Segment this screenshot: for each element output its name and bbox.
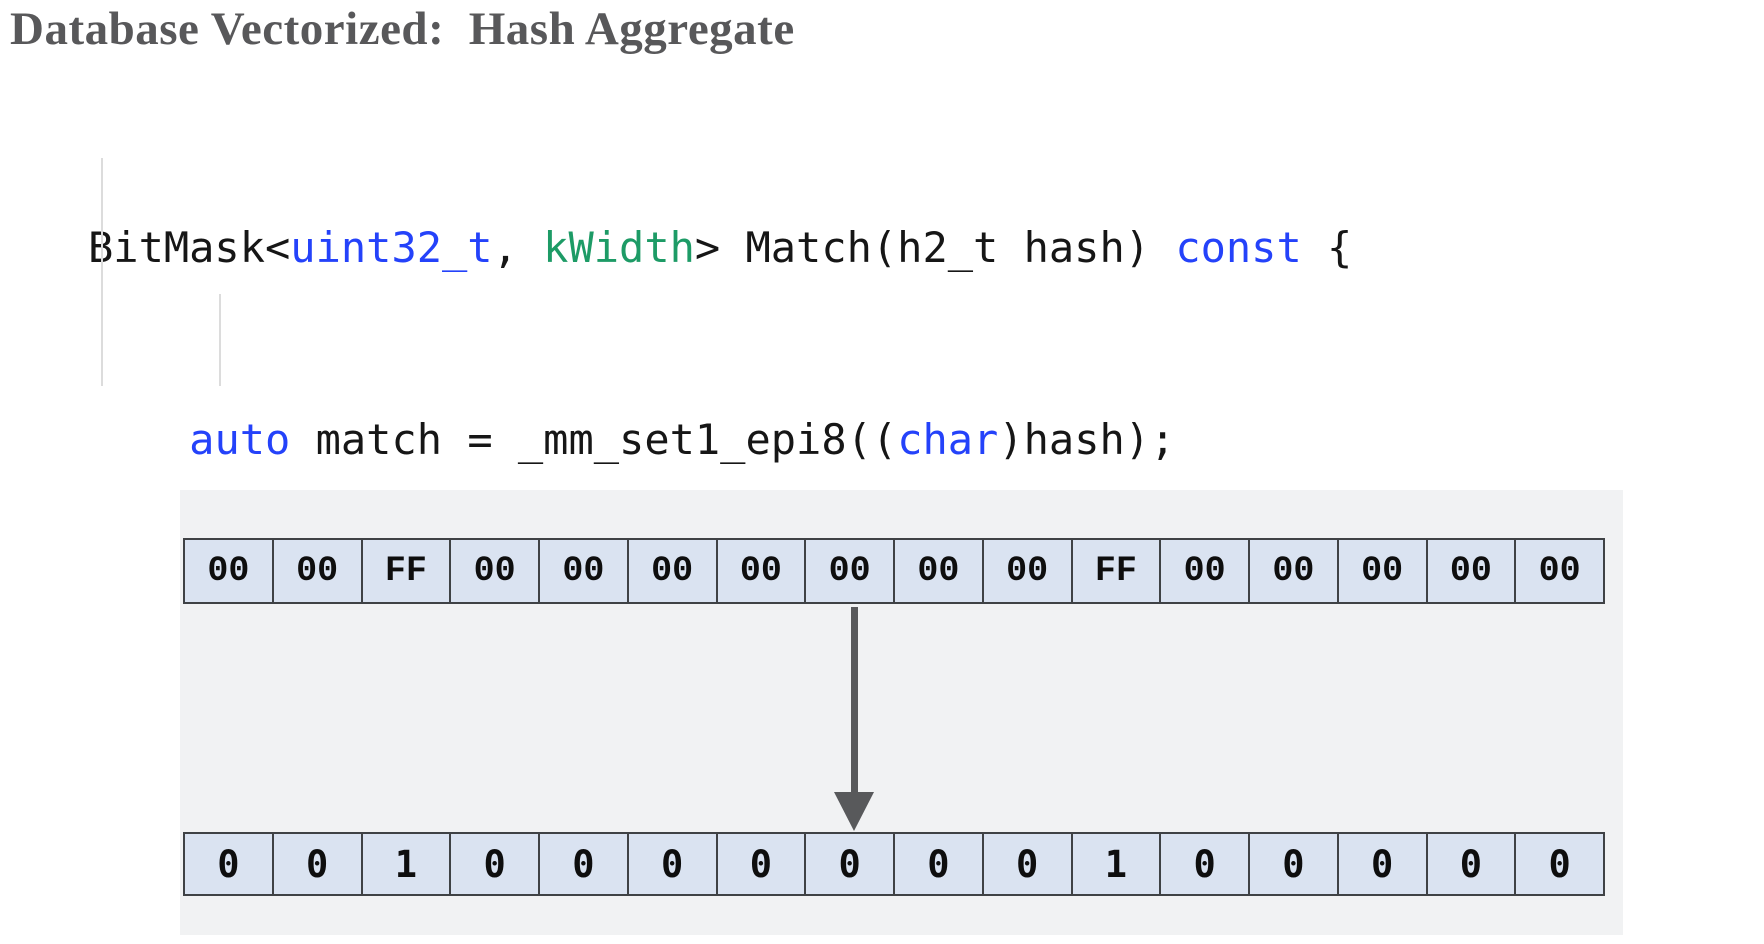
bitmask-cell: 0 xyxy=(981,832,1073,896)
keyword-char: char xyxy=(897,415,999,464)
indent-guide xyxy=(101,158,103,386)
ctrl-cell: 00 xyxy=(1425,538,1517,604)
ctrl-cell: 00 xyxy=(538,538,629,604)
bitmask-cell: 0 xyxy=(538,832,629,896)
keyword-const: const xyxy=(1175,223,1302,272)
bitmask-cell: 0 xyxy=(183,832,274,896)
ctrl-cell: 00 xyxy=(893,538,984,604)
bitmask-cell: 0 xyxy=(1514,832,1605,896)
bitmask-cell: 0 xyxy=(626,832,718,896)
ctrl-cell: 00 xyxy=(715,538,807,604)
ctrl-cell: 00 xyxy=(183,538,274,604)
ctrl-cell: 00 xyxy=(981,538,1073,604)
bitmask-cell: 0 xyxy=(1159,832,1250,896)
page-title: Database Vectorized: Hash Aggregate xyxy=(10,3,795,55)
down-arrow-icon xyxy=(851,607,858,797)
down-arrow-head-icon xyxy=(834,792,874,831)
bitmask-cell: 0 xyxy=(449,832,540,896)
bitmask-cell: 0 xyxy=(804,832,895,896)
bitmask-cell: 0 xyxy=(893,832,984,896)
ctrl-cell: FF xyxy=(360,538,452,604)
code-line-2: auto match = _mm_set1_epi8((char)hash); xyxy=(189,415,1176,464)
ctrl-cell: 00 xyxy=(1248,538,1339,604)
type-uint32: uint32_t xyxy=(290,223,493,272)
code-line-1: BitMask<uint32_t, kWidth> Match(h2_t has… xyxy=(88,223,1353,272)
ctrl-byte-row: 00 00 FF 00 00 00 00 00 00 00 FF 00 00 0… xyxy=(183,538,1605,604)
bitmask-cell: 1 xyxy=(360,832,452,896)
ctrl-cell: 00 xyxy=(271,538,363,604)
ctrl-cell: 00 xyxy=(804,538,895,604)
ctrl-cell: 00 xyxy=(449,538,540,604)
bitmask-cell: 0 xyxy=(1248,832,1339,896)
bitmask-cell: 1 xyxy=(1070,832,1162,896)
ctrl-cell: 00 xyxy=(1336,538,1428,604)
ctrl-cell: 00 xyxy=(1514,538,1605,604)
indent-guide xyxy=(219,294,221,386)
ctrl-cell: 00 xyxy=(626,538,718,604)
type-kwidth: kWidth xyxy=(543,223,695,272)
bitmask-cell: 0 xyxy=(1425,832,1517,896)
bitmask-cell: 0 xyxy=(1336,832,1428,896)
ctrl-cell: 00 xyxy=(1159,538,1250,604)
bitmask-cell: 0 xyxy=(271,832,363,896)
ctrl-cell: FF xyxy=(1070,538,1162,604)
bitmask-cell: 0 xyxy=(715,832,807,896)
keyword-auto: auto xyxy=(189,415,291,464)
bitmask-row: 0 0 1 0 0 0 0 0 0 0 1 0 0 0 0 0 xyxy=(183,832,1605,896)
